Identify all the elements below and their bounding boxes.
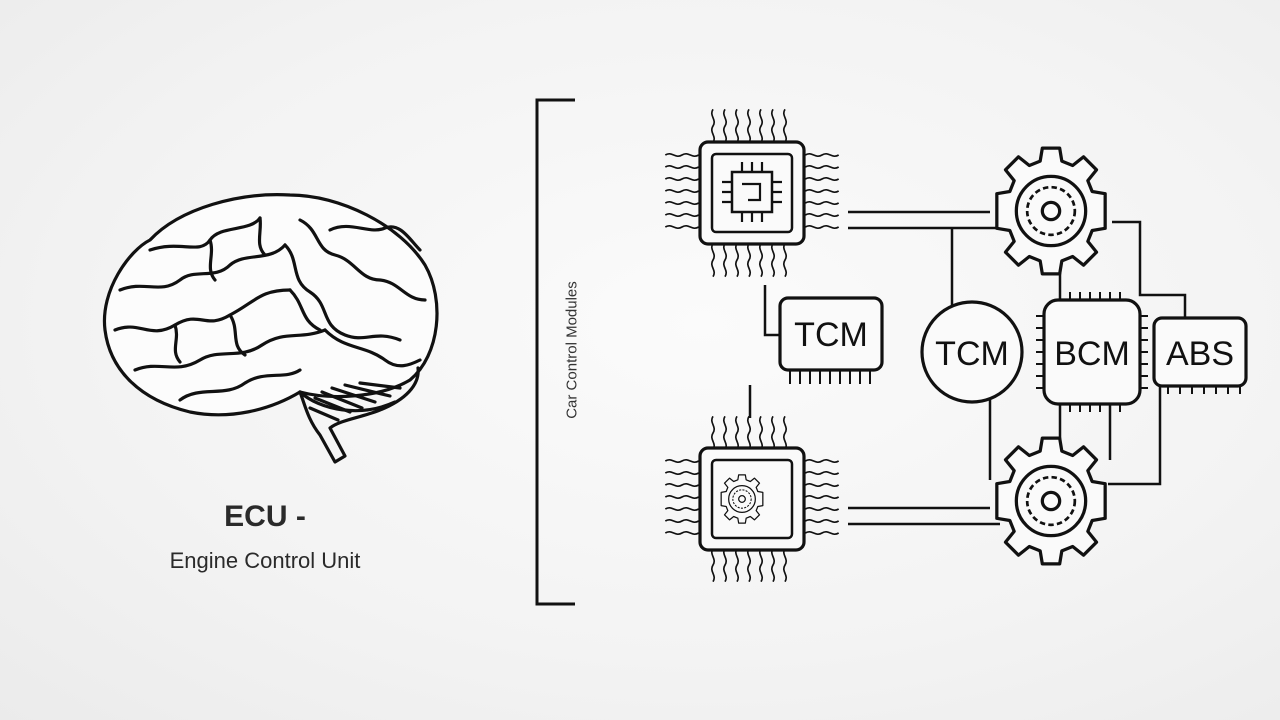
abs-module: ABS [1152, 316, 1248, 394]
ecu-title: ECU - [224, 500, 306, 533]
tcm-circle-label: TCM [935, 335, 1009, 373]
bracket-divider [535, 98, 575, 606]
tcm-module-box: TCM [778, 296, 884, 384]
gear-icon [995, 146, 1107, 276]
network-label: Car Control Modules [563, 281, 581, 419]
ecu-subtitle: Engine Control Unit [169, 548, 361, 573]
brain-icon [102, 193, 439, 464]
tcm-module-circle: TCM [920, 300, 1024, 404]
microchip-icon [664, 416, 840, 582]
microchip-icon [664, 108, 840, 278]
bcm-label: BCM [1054, 335, 1130, 373]
tcm-box-label: TCM [794, 316, 868, 354]
bcm-module: BCM [1036, 292, 1148, 412]
abs-label: ABS [1166, 335, 1234, 373]
gear-icon [995, 436, 1107, 566]
